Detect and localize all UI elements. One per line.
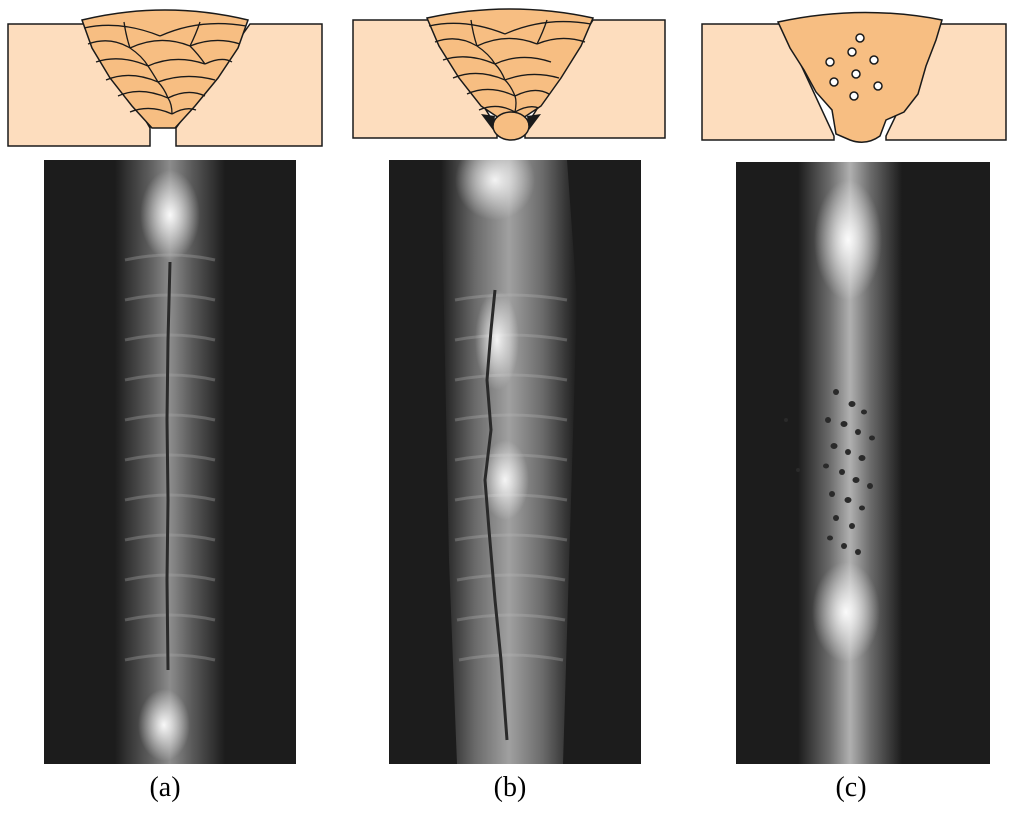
pore-shadow xyxy=(841,543,847,549)
panel-c-graphics xyxy=(701,11,1007,764)
pore-shadow xyxy=(839,469,845,475)
pore-shadow xyxy=(869,435,875,441)
root-gap xyxy=(154,128,172,146)
weld-pass-lines xyxy=(83,21,247,115)
panel-a-graphics xyxy=(7,9,323,764)
panel-label: (c) xyxy=(835,772,867,803)
pore xyxy=(847,47,857,57)
bright-spot xyxy=(138,689,190,761)
panel-label: (a) xyxy=(149,772,181,803)
pore xyxy=(873,81,883,91)
root-pass xyxy=(492,111,530,141)
pore-shadow xyxy=(867,483,873,489)
base-metal-plate xyxy=(701,23,835,141)
pore-shadow xyxy=(830,443,838,449)
pore xyxy=(869,55,879,65)
bright-spot xyxy=(455,140,535,220)
pore-shadow xyxy=(827,535,833,541)
cross-section-c xyxy=(701,11,1007,143)
panel-a: (a) xyxy=(0,0,330,815)
lack-of-fusion-line xyxy=(165,261,172,671)
weld-pass-lines xyxy=(428,19,592,113)
slag-inclusion xyxy=(481,114,495,130)
pore-shadow xyxy=(849,523,855,529)
panel-c: (c) xyxy=(686,0,1016,815)
pore-shadow xyxy=(833,515,839,521)
pore xyxy=(851,69,861,79)
pore-shadow xyxy=(796,468,800,472)
weld-image-band xyxy=(115,160,225,764)
weld-bead xyxy=(81,9,249,129)
bright-spot xyxy=(475,290,519,390)
bright-spot xyxy=(481,440,529,520)
weld-bead xyxy=(776,11,943,143)
radiograph-c xyxy=(736,162,990,764)
base-metal-plate xyxy=(175,23,323,147)
slag-line xyxy=(483,289,509,741)
pore-shadow xyxy=(840,421,848,427)
weld-ripples xyxy=(124,253,216,662)
porosity-cluster xyxy=(784,389,875,555)
porosity-pores xyxy=(825,33,883,101)
pore xyxy=(849,91,859,101)
pore-shadow xyxy=(823,463,829,469)
panel-label: (b) xyxy=(493,772,527,803)
cross-section-a xyxy=(7,9,323,147)
pore-shadow xyxy=(855,549,861,555)
pore-shadow xyxy=(784,418,788,422)
pore-shadow xyxy=(845,449,851,455)
pore-shadow xyxy=(855,429,861,435)
radiograph-a xyxy=(44,160,296,764)
panel-b: (b) xyxy=(345,0,675,815)
slag-inclusion xyxy=(527,114,541,130)
pore-shadow xyxy=(848,401,856,407)
pore-shadow xyxy=(858,455,866,461)
cross-section-b xyxy=(352,8,666,141)
bright-spot xyxy=(140,170,200,260)
pore-shadow xyxy=(861,409,867,415)
radiograph-b xyxy=(389,140,641,764)
pore-shadow xyxy=(852,477,860,483)
base-metal-plate xyxy=(7,23,151,147)
pore-shadow xyxy=(829,491,835,497)
panel-b-graphics xyxy=(352,8,666,764)
pore-shadow xyxy=(825,417,831,423)
pore xyxy=(829,77,839,87)
bright-spot xyxy=(812,562,880,662)
pore xyxy=(855,33,865,43)
bright-spot xyxy=(814,180,882,300)
base-metal-plate xyxy=(885,23,1007,141)
pore-shadow xyxy=(833,389,839,395)
pore xyxy=(825,57,835,67)
pore-shadow xyxy=(844,497,852,503)
pore-shadow xyxy=(859,505,865,511)
